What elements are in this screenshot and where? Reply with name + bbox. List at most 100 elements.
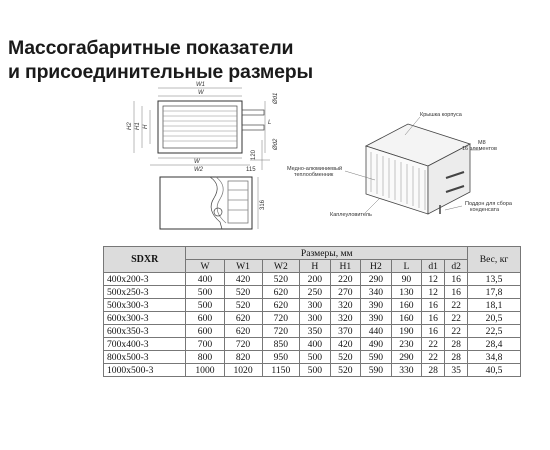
label-h2: H2 — [127, 122, 133, 130]
cell-w: 400 — [185, 272, 225, 286]
callout-labels: Крышка корпуса М8 16 элементов Медно-алю… — [287, 112, 513, 218]
cell-w1: 720 — [223, 337, 263, 351]
label-115: 115 — [246, 167, 256, 173]
cell-d2: 28 — [444, 350, 469, 364]
cell-l: 90 — [390, 272, 423, 286]
col-w2: W2 — [261, 259, 301, 273]
technical-drawing: W1 W W W2 H2 H1 H L Ød1 Ød2 120 115 316 — [127, 82, 513, 230]
cell-w1: 620 — [223, 324, 263, 338]
cell-h2: 590 — [360, 363, 392, 377]
cell-d1: 16 — [421, 298, 446, 312]
cell-h: 250 — [299, 285, 331, 299]
cell-h1: 370 — [329, 324, 362, 338]
cell-h1: 220 — [329, 272, 362, 286]
label-w2: W2 — [194, 167, 204, 173]
cell-h1: 320 — [329, 298, 362, 312]
cell-h2: 590 — [360, 350, 392, 364]
cell-model: 1000x500-3 — [102, 363, 187, 377]
label-d1: Ød1 — [273, 93, 279, 105]
cell-model: 400x200-3 — [102, 272, 187, 286]
cell-h2: 340 — [360, 285, 392, 299]
cell-h: 500 — [299, 350, 331, 364]
label-h: H — [143, 124, 149, 129]
cell-d2: 16 — [444, 285, 469, 299]
cell-w2: 1150 — [261, 363, 301, 377]
col-h2: H2 — [360, 259, 392, 273]
header-model: SDXR — [102, 246, 187, 273]
cell-h: 500 — [299, 363, 331, 377]
label-w: W — [198, 90, 205, 96]
label-120: 120 — [251, 149, 257, 160]
cell-weight: 20,5 — [467, 311, 521, 325]
dimensions-table: SDXR Размеры, мм Вес, кг W W1 W2 H H1 H2… — [102, 246, 521, 377]
cell-l: 290 — [390, 350, 423, 364]
cell-model: 600x350-3 — [102, 324, 187, 338]
cell-h1: 520 — [329, 350, 362, 364]
cell-model: 500x300-3 — [102, 298, 187, 312]
label-d2: Ød2 — [273, 138, 279, 151]
cell-w: 800 — [185, 350, 225, 364]
cell-h: 300 — [299, 311, 331, 325]
cell-d1: 28 — [421, 363, 446, 377]
cell-h1: 420 — [329, 337, 362, 351]
callout-droplet: Каплеуловитель — [330, 212, 372, 218]
cell-weight: 22,5 — [467, 324, 521, 338]
label-l: L — [268, 120, 271, 126]
cell-weight: 34,8 — [467, 350, 521, 364]
col-d1: d1 — [421, 259, 446, 273]
title-line-2: и присоединительные размеры — [8, 61, 313, 83]
cell-d1: 16 — [421, 324, 446, 338]
callout-bolts-2: 16 элементов — [462, 146, 497, 152]
col-d2: d2 — [444, 259, 469, 273]
cell-d2: 28 — [444, 337, 469, 351]
front-view — [133, 87, 270, 170]
col-w: W — [185, 259, 225, 273]
header-dimensions: Размеры, мм — [185, 246, 469, 260]
cell-w: 1000 — [185, 363, 225, 377]
header-weight: Вес, кг — [467, 246, 521, 273]
cell-h2: 490 — [360, 337, 392, 351]
cell-d1: 12 — [421, 285, 446, 299]
cell-w1: 1020 — [223, 363, 263, 377]
cell-w: 700 — [185, 337, 225, 351]
label-w-bottom: W — [194, 159, 201, 165]
cell-l: 190 — [390, 324, 423, 338]
label-316: 316 — [260, 199, 266, 210]
cell-weight: 13,5 — [467, 272, 521, 286]
cell-h1: 270 — [329, 285, 362, 299]
cell-model: 600x300-3 — [102, 311, 187, 325]
page-title: Массогабаритные показатели и присоединит… — [8, 36, 313, 84]
cell-d1: 22 — [421, 350, 446, 364]
cell-h2: 390 — [360, 311, 392, 325]
cell-model: 800x500-3 — [102, 350, 187, 364]
cell-w1: 620 — [223, 311, 263, 325]
col-l: L — [390, 259, 423, 273]
cell-l: 330 — [390, 363, 423, 377]
cell-d1: 16 — [421, 311, 446, 325]
callout-exchanger-1: Медно-алюминиевый — [287, 165, 342, 172]
cell-l: 160 — [390, 311, 423, 325]
label-w1: W1 — [196, 82, 205, 88]
cell-d1: 22 — [421, 337, 446, 351]
cell-w1: 820 — [223, 350, 263, 364]
cell-w: 500 — [185, 298, 225, 312]
cell-weight: 40,5 — [467, 363, 521, 377]
callout-cover: Крышка корпуса — [420, 112, 463, 118]
title-line-1: Массогабаритные показатели — [8, 37, 294, 59]
cell-d2: 22 — [444, 298, 469, 312]
cell-w: 600 — [185, 311, 225, 325]
front-fins — [163, 110, 237, 142]
cell-w: 600 — [185, 324, 225, 338]
cell-w2: 720 — [261, 311, 301, 325]
cell-h: 300 — [299, 298, 331, 312]
side-view — [159, 176, 259, 230]
callout-drain-2: конденсата — [470, 207, 500, 213]
cell-d1: 12 — [421, 272, 446, 286]
cell-w1: 520 — [223, 298, 263, 312]
cell-h: 350 — [299, 324, 331, 338]
